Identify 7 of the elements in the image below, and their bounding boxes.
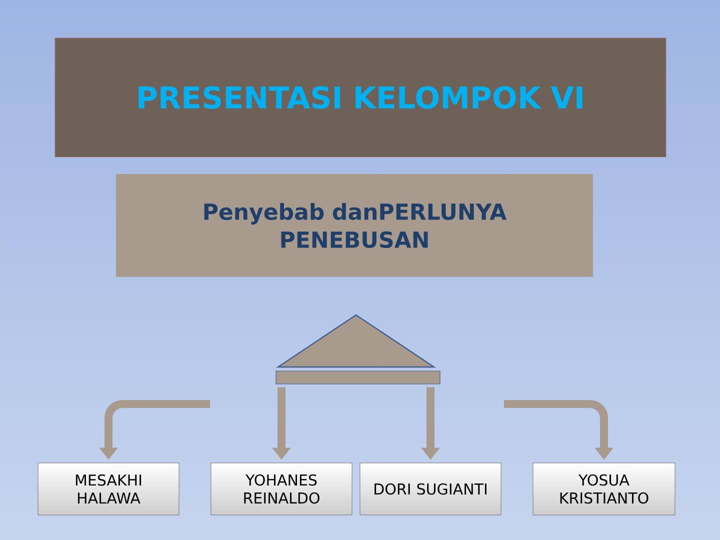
name-box: YOHANES REINALDO — [210, 462, 352, 516]
name-box: YOSUA KRISTIANTO — [532, 462, 676, 516]
subtitle-box: Penyebab danPERLUNYA PENEBUSAN — [116, 174, 593, 277]
name-box: DORI SUGIANTI — [360, 462, 502, 516]
title-banner: PRESENTASI KELOMPOK VI — [54, 38, 666, 158]
name-box: MESAKHI HALAWA — [38, 462, 180, 516]
house-shape — [276, 314, 440, 384]
